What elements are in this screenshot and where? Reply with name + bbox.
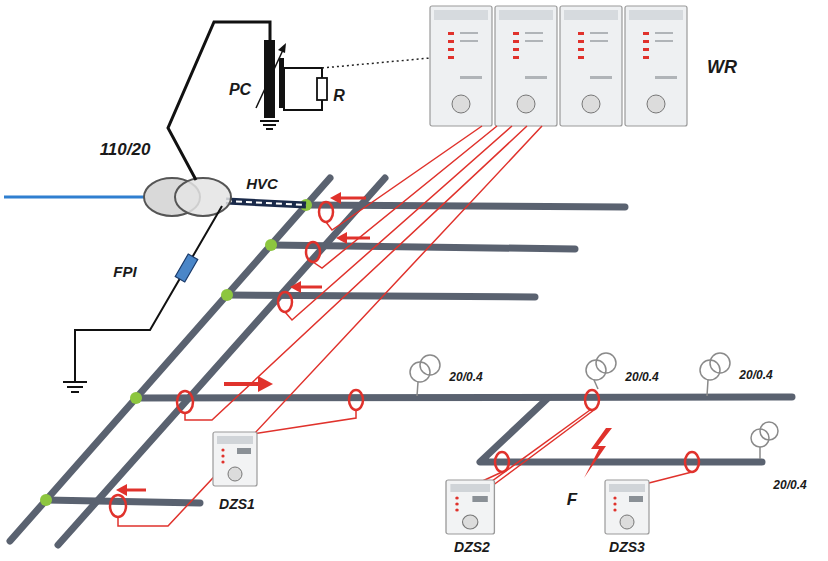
current-sensors bbox=[110, 202, 699, 517]
ground-line bbox=[263, 124, 276, 126]
control-link bbox=[322, 58, 430, 68]
ground-line bbox=[67, 386, 83, 388]
transformer-label: 20/0.4 bbox=[739, 369, 772, 382]
sensor-wire bbox=[285, 126, 512, 320]
transformer-stem bbox=[707, 380, 708, 396]
transformer-label: 20/0.4 bbox=[625, 371, 658, 384]
relay-panel bbox=[560, 6, 622, 126]
resistor-symbol bbox=[317, 78, 327, 100]
component-label: R bbox=[333, 87, 345, 105]
sensor-wire bbox=[185, 126, 527, 420]
neutral-wire bbox=[168, 22, 270, 180]
fpi-wire bbox=[75, 206, 222, 382]
transformer-symbol bbox=[760, 422, 778, 440]
tuning-arrow bbox=[256, 50, 283, 108]
feeder-line bbox=[306, 205, 625, 207]
transformer-winding bbox=[175, 178, 231, 216]
sensor-wire bbox=[118, 126, 542, 526]
device-label: DZS2 bbox=[454, 540, 490, 555]
current-sensor bbox=[495, 452, 509, 472]
current-sensor bbox=[585, 390, 599, 410]
transformer-symbol bbox=[710, 353, 730, 373]
device-label: DZS3 bbox=[609, 540, 645, 555]
feeder-line bbox=[136, 397, 792, 398]
current-sensor bbox=[319, 202, 333, 222]
transformer-label: 110/20 bbox=[100, 141, 151, 160]
sensor-wire bbox=[252, 410, 356, 434]
breaker-dot bbox=[130, 392, 142, 404]
arrow-shaft bbox=[346, 237, 370, 240]
relay-device bbox=[213, 432, 257, 486]
component-label: PC bbox=[229, 81, 251, 99]
ground-line bbox=[63, 381, 87, 383]
transformer-stem bbox=[417, 382, 418, 396]
component-label: FPI bbox=[113, 264, 136, 281]
breaker-dot bbox=[40, 494, 52, 506]
transformer-symbol bbox=[596, 353, 616, 373]
transformer-stem bbox=[759, 447, 761, 459]
sensor-wire bbox=[313, 126, 497, 268]
current-sensor bbox=[278, 292, 292, 312]
ground-line bbox=[260, 120, 279, 122]
hvc-cable-dash bbox=[226, 201, 306, 205]
ground-line bbox=[71, 391, 79, 393]
fault-label: F bbox=[567, 491, 577, 510]
transformer-label: 20/0.4 bbox=[773, 479, 806, 492]
feeder-line bbox=[271, 245, 575, 249]
sensor-wire bbox=[645, 472, 692, 484]
busbar bbox=[58, 178, 385, 545]
current-sensor bbox=[349, 390, 363, 410]
fault-lightning bbox=[584, 428, 612, 478]
ground-line bbox=[266, 128, 273, 130]
arrow-head bbox=[290, 281, 301, 293]
arrow-head bbox=[336, 232, 347, 244]
ground-symbol bbox=[63, 382, 87, 392]
device-label: WR bbox=[707, 58, 737, 78]
fpi-symbol bbox=[175, 254, 198, 282]
feeder-line bbox=[227, 295, 535, 297]
transformer-stem bbox=[594, 380, 598, 389]
current-sensor bbox=[685, 452, 699, 472]
breaker-dot bbox=[265, 239, 277, 251]
ground-symbol bbox=[260, 121, 279, 129]
hv-line bbox=[4, 196, 146, 199]
current-sensor bbox=[110, 495, 126, 517]
hvc-cable bbox=[226, 201, 306, 205]
arrow-head bbox=[330, 192, 341, 204]
relay-device bbox=[605, 480, 649, 534]
relay-device bbox=[446, 480, 494, 534]
sensor-wires bbox=[118, 126, 692, 526]
tuning-arrow-head bbox=[278, 43, 286, 53]
busbars bbox=[10, 178, 792, 545]
current-sensor bbox=[177, 391, 193, 413]
arrow-head bbox=[258, 376, 273, 392]
busbar bbox=[10, 178, 330, 541]
relay-panel bbox=[625, 6, 687, 126]
transformer-symbol bbox=[420, 355, 440, 375]
feeder-branch bbox=[480, 398, 762, 462]
current-sensor bbox=[306, 242, 320, 262]
arrow-shaft bbox=[340, 197, 366, 200]
arrow-shaft bbox=[224, 382, 259, 386]
breaker-dot bbox=[221, 289, 233, 301]
breaker-dots bbox=[40, 199, 312, 506]
cable-label: HVC bbox=[246, 176, 278, 193]
feeder-line bbox=[46, 500, 200, 503]
distribution-transformers bbox=[410, 353, 778, 459]
arrow-head bbox=[116, 484, 127, 496]
relay-panel bbox=[495, 6, 557, 126]
device-label: DZS1 bbox=[219, 497, 255, 512]
arrow-shaft bbox=[300, 286, 322, 289]
direction-arrows bbox=[116, 192, 370, 496]
arrow-shaft bbox=[126, 489, 146, 492]
transformer-label: 20/0.4 bbox=[449, 371, 482, 384]
relay-panel bbox=[430, 6, 492, 126]
sensor-wire bbox=[488, 410, 590, 484]
sensor-wire bbox=[492, 410, 594, 486]
